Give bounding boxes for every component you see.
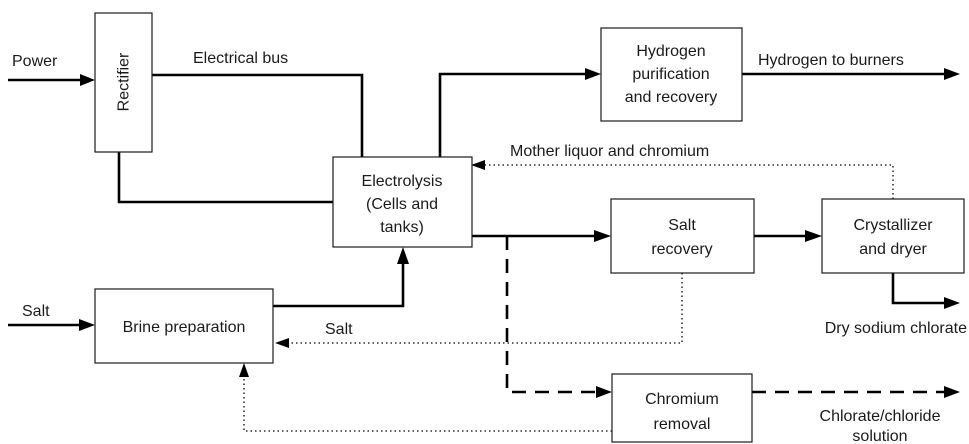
brine-preparation-box: Brine preparation (94, 288, 274, 364)
crystallizer-box: Crystallizer and dryer (821, 198, 965, 274)
dry-sodium-chlorate-label: Dry sodium chlorate (825, 320, 967, 337)
hydrogen-to-burners-label: Hydrogen to burners (758, 52, 904, 69)
crystallizer-label-line-1: Crystallizer (853, 217, 933, 234)
chlorate-chloride-label-line-2: solution (852, 428, 907, 444)
crystallizer-arrowhead (805, 230, 822, 242)
hydrogen-purification-label-line-2: purification (632, 66, 709, 83)
chromium-return-arrowhead (239, 363, 249, 377)
chlorate-solution-arrowhead (944, 386, 960, 398)
brine-preparation-label: Brine preparation (123, 319, 246, 336)
brine-arrowhead (397, 247, 409, 264)
salt-in-label: Salt (22, 303, 50, 320)
chromium-removal-label-line-2: removal (654, 416, 711, 433)
electrolysis-label-line-1: Electrolysis (362, 173, 443, 190)
chromium-feed-line (505, 236, 597, 394)
chromium-removal-box-frame (611, 373, 753, 443)
rectifier-return-line (117, 152, 333, 204)
chlorate-chloride-label-line-1: Chlorate/chloride (820, 408, 941, 425)
hydrogen-purification-label-line-3: and recovery (625, 89, 718, 106)
hydrogen-purification-box: Hydrogen purification and recovery (600, 27, 743, 122)
mother-liquor-arrowhead (471, 160, 485, 170)
electrolysis-box-frame (332, 156, 473, 248)
dry-chlorate-line (891, 273, 946, 305)
rectifier-box-frame (94, 12, 153, 153)
power-arrowhead (80, 74, 95, 86)
chromium-feed-arrowhead (596, 386, 612, 398)
electrolysis-label-line-2: (Cells and (366, 196, 438, 213)
hydrogen-arrowhead (585, 68, 601, 80)
mother-liquor-line (482, 164, 894, 199)
rectifier-label: Rectifier (116, 52, 133, 111)
salt-recovery-box: Salt recovery (610, 198, 755, 274)
brine-preparation-box-frame (94, 288, 274, 364)
salt-return-line (287, 273, 683, 344)
salt-return-label: Salt (325, 321, 353, 338)
dry-chlorate-arrowhead (944, 297, 960, 309)
chromium-return-line (243, 375, 612, 432)
salt-in-arrowhead (79, 319, 95, 331)
hydrogen-purification-box-frame (600, 27, 743, 122)
mother-liquor-label: Mother liquor and chromium (510, 143, 709, 160)
salt-recovery-label-line-1: Salt (668, 217, 696, 234)
salt-recovery-label-line-2: recovery (651, 241, 712, 258)
crystallizer-box-frame (821, 198, 965, 274)
rectifier-box: Rectifier (94, 12, 153, 153)
electrolysis-label-line-3: tanks) (380, 219, 424, 236)
hydrogen-flow-line (438, 72, 587, 157)
electrical-bus-line (152, 73, 364, 158)
salt-return-arrowhead (275, 338, 289, 348)
crystallizer-label-line-2: and dryer (859, 241, 927, 258)
electrical-bus-label: Electrical bus (193, 50, 288, 67)
chromium-removal-box: Chromium removal (611, 373, 753, 443)
hydrogen-burners-arrowhead (944, 68, 960, 80)
chromium-removal-label-line-1: Chromium (645, 391, 719, 408)
salt-recovery-box-frame (610, 198, 755, 274)
power-label: Power (12, 53, 58, 70)
electrolysis-box: Electrolysis (Cells and tanks) (332, 156, 473, 248)
salt-recovery-arrowhead (594, 230, 611, 242)
brine-to-electrolysis-line (273, 262, 405, 308)
hydrogen-purification-label-line-1: Hydrogen (636, 43, 705, 60)
